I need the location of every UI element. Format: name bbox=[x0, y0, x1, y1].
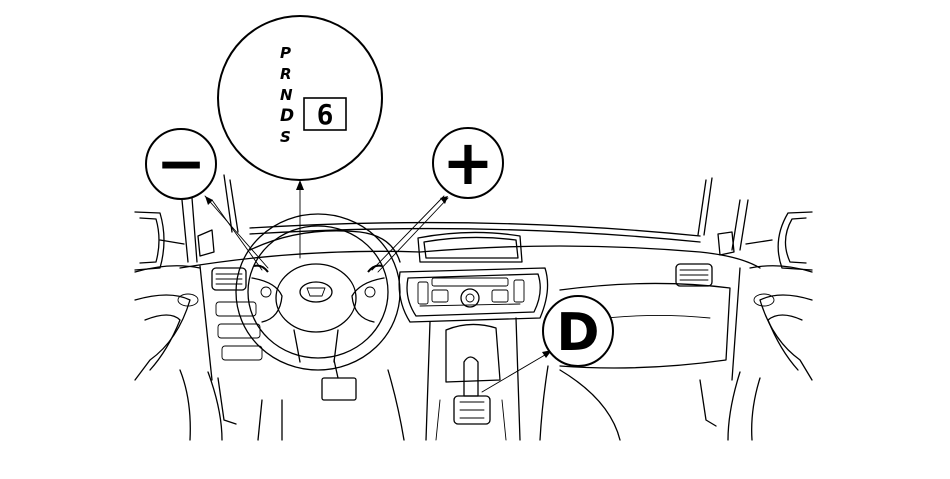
downshift-paddle bbox=[253, 264, 269, 273]
drive-symbol: D bbox=[556, 303, 599, 363]
gear-number-value: 6 bbox=[317, 98, 334, 131]
leader-lines bbox=[204, 180, 552, 393]
right-side-mirror bbox=[745, 211, 813, 271]
downshift-callout: − bbox=[145, 128, 217, 200]
shift-lever bbox=[463, 356, 479, 397]
left-side-mirror bbox=[134, 211, 185, 271]
minus-symbol: − bbox=[156, 129, 206, 199]
gear-n-label: N bbox=[280, 86, 293, 104]
drive-position-callout: D bbox=[542, 295, 614, 367]
upshift-callout: + bbox=[432, 126, 504, 199]
gear-p-label: P bbox=[280, 44, 291, 62]
windshield-frame bbox=[181, 174, 749, 263]
plus-symbol: + bbox=[442, 126, 494, 199]
center-console bbox=[425, 317, 521, 441]
tweeter-right bbox=[717, 231, 735, 256]
left-door bbox=[134, 265, 237, 441]
gear-d-label: D bbox=[280, 106, 294, 126]
steering-wheel bbox=[235, 213, 401, 371]
gear-r-label: R bbox=[280, 65, 292, 83]
gear-s-label: S bbox=[280, 128, 291, 146]
dashboard bbox=[179, 230, 761, 381]
pedals bbox=[257, 359, 357, 441]
gear-number-display bbox=[303, 97, 347, 131]
upshift-paddle bbox=[367, 264, 383, 273]
tweeter-left bbox=[197, 229, 215, 257]
console-side-left bbox=[387, 369, 405, 441]
right-door bbox=[559, 265, 813, 441]
shift-indicator-callout: P R N D S 6 bbox=[217, 15, 383, 181]
console-side-right bbox=[539, 365, 549, 441]
